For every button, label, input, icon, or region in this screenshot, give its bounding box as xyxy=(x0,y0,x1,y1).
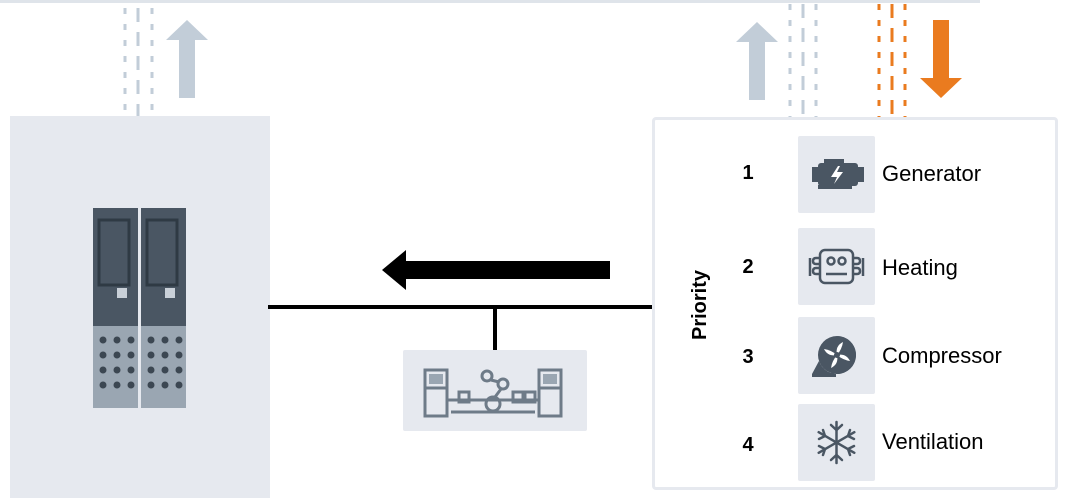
right-utility-outflow xyxy=(783,0,823,118)
snowflake-icon xyxy=(798,404,875,481)
generator-engine-icon xyxy=(798,136,875,213)
priority-rank-4: 4 xyxy=(733,430,763,460)
priority-rank-2: 2 xyxy=(733,252,763,282)
bus-drop-line xyxy=(493,305,497,351)
compressor-tile xyxy=(798,317,875,394)
down-arrow-icon xyxy=(920,20,962,98)
up-arrow-icon xyxy=(736,22,778,100)
network-bus-line xyxy=(268,305,654,309)
production-line-icon xyxy=(421,362,569,420)
ventilation-tile xyxy=(798,404,875,481)
compressor-fan-icon xyxy=(798,317,875,394)
right-utility-inflow xyxy=(872,0,912,118)
heating-tile xyxy=(798,228,875,305)
priority-axis-label: Priority xyxy=(685,245,715,365)
heating-coil-icon xyxy=(798,228,875,305)
ventilation-label: Ventilation xyxy=(882,427,984,457)
heating-label: Heating xyxy=(882,253,958,283)
flow-direction-arrow-icon xyxy=(382,250,610,290)
priority-rank-3: 3 xyxy=(733,342,763,372)
generator-label: Generator xyxy=(882,159,981,189)
generator-tile xyxy=(798,136,875,213)
priority-rank-1: 1 xyxy=(733,158,763,188)
compressor-label: Compressor xyxy=(882,341,1002,371)
plc-controller-icon xyxy=(93,208,186,408)
up-arrow-icon xyxy=(166,20,208,98)
